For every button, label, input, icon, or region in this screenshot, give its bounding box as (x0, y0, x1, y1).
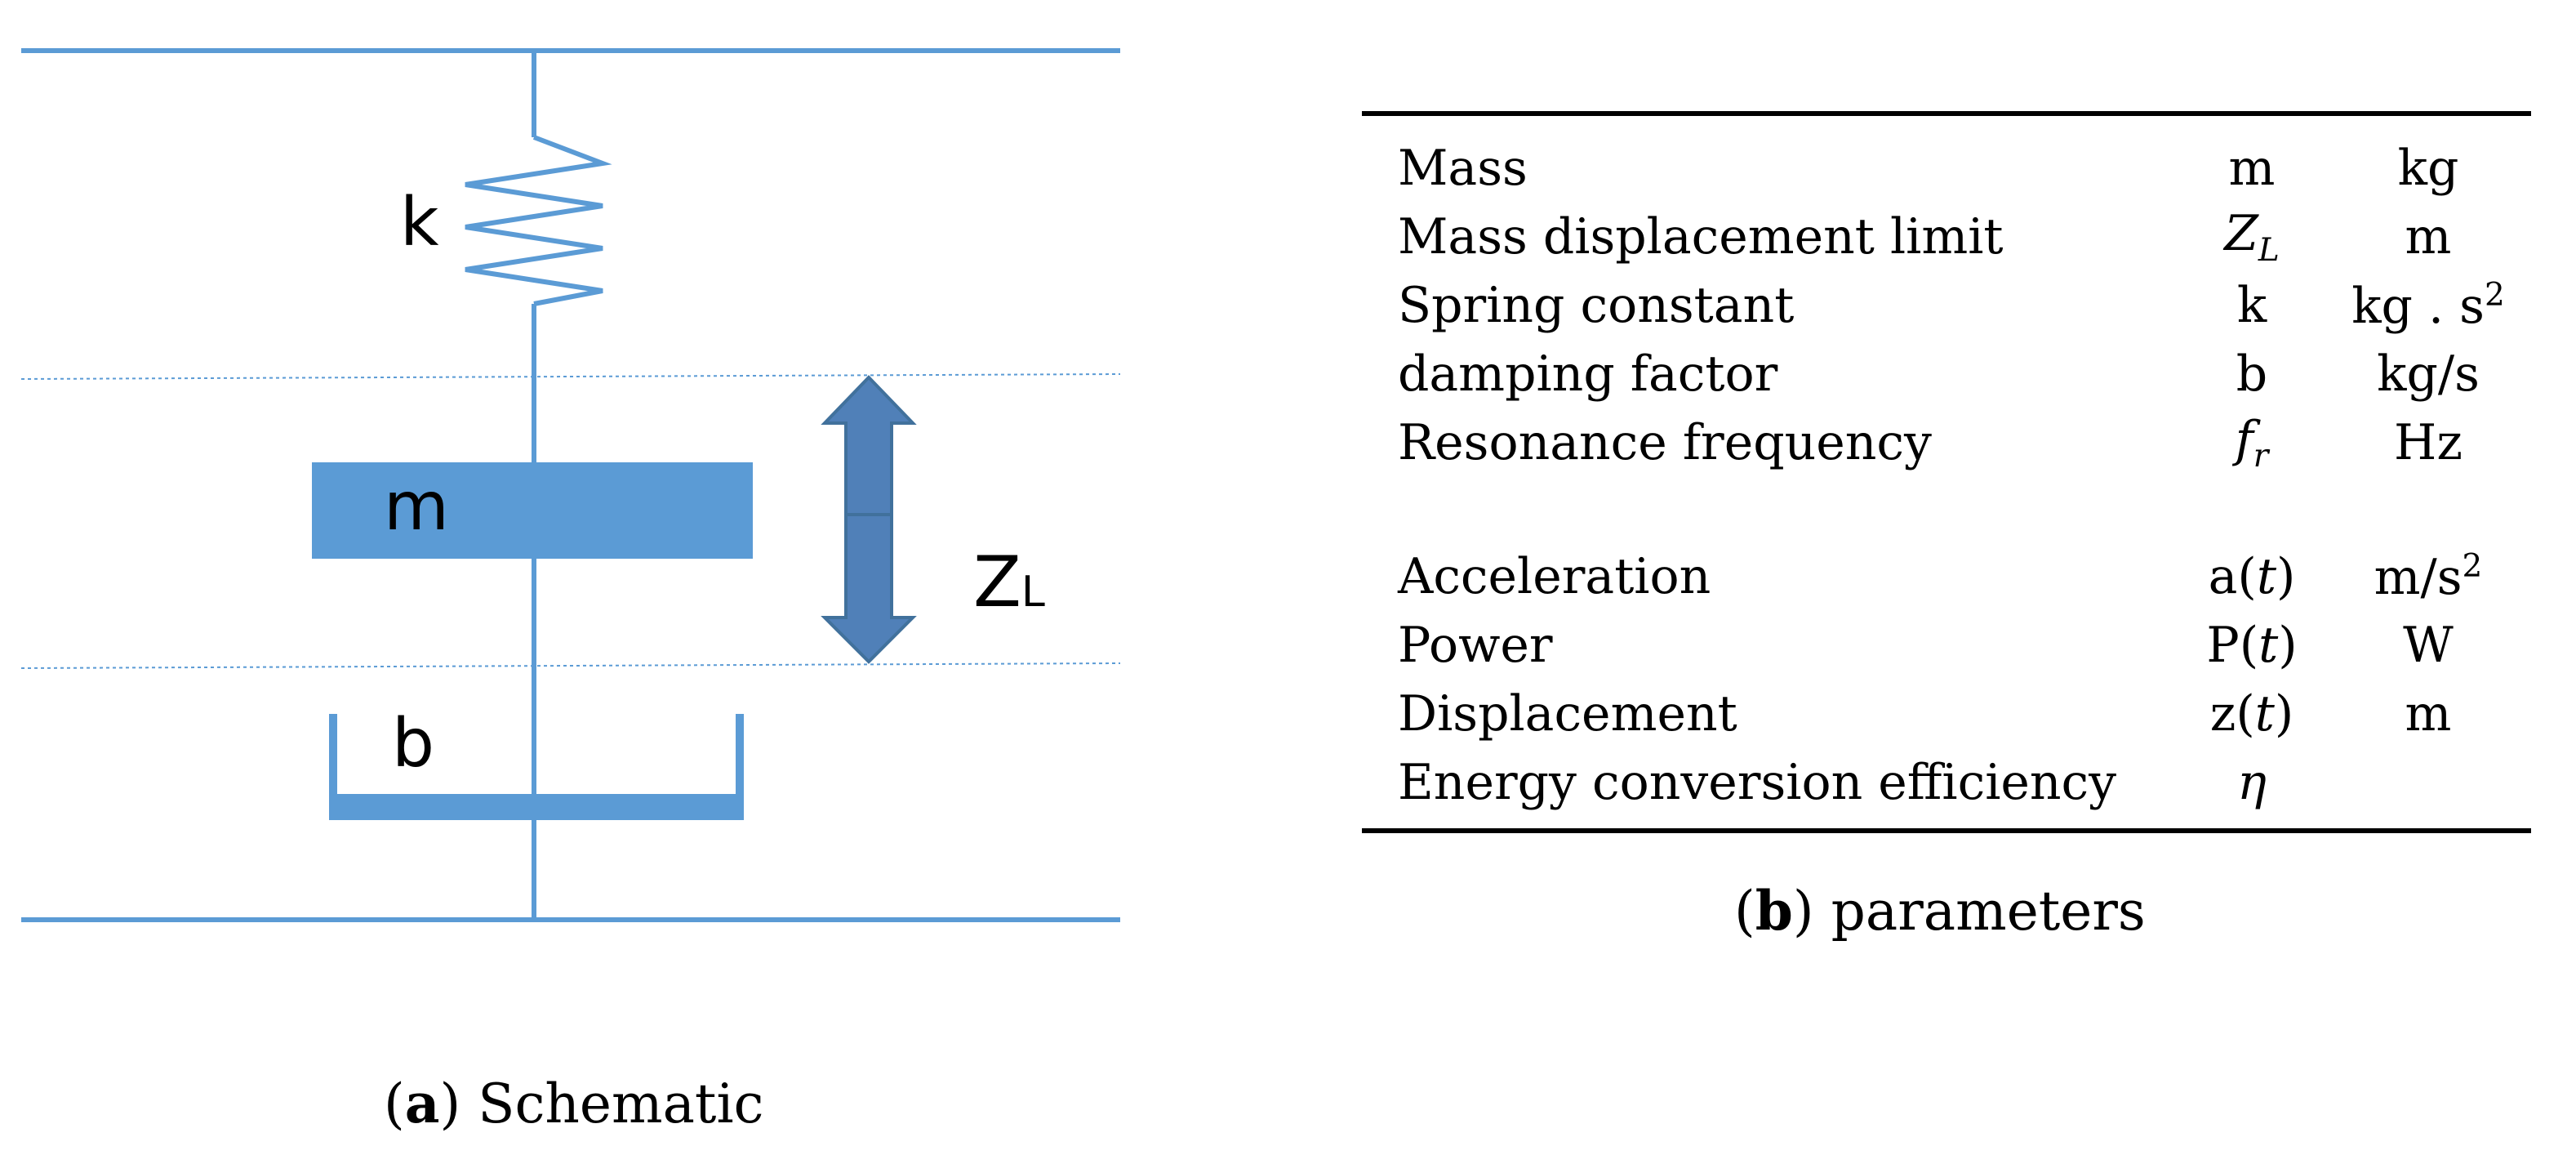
param-symbol: P(t) (2206, 617, 2298, 674)
param-symbol: fr (2235, 411, 2269, 475)
lower-limit-dotted-line (20, 662, 1121, 669)
param-unit: kg/s (2377, 346, 2480, 403)
table-row: Mass m kg (1362, 134, 2531, 203)
displacement-limit-label-sub: L (1021, 568, 1045, 617)
param-symbol: a(t) (2208, 548, 2296, 605)
damper-base (329, 794, 744, 820)
caption-b: (b) parameters (1734, 879, 2146, 943)
param-symbol: k (2236, 277, 2267, 334)
param-unit: Hz (2394, 414, 2463, 471)
mass-block (312, 462, 753, 559)
caption-a: (a) Schematic (384, 1072, 764, 1135)
table-row: damping factor b kg/s (1362, 340, 2531, 408)
caption-b-text: parameters (1831, 880, 2146, 943)
spring-mass-damper-schematic: k m ZL b (20, 48, 1121, 922)
upper-limit-dotted-line (20, 373, 1121, 380)
param-unit: m (2405, 685, 2452, 742)
param-symbol: z(t) (2209, 685, 2294, 742)
param-name: Spring constant (1398, 277, 1795, 334)
table-row: Acceleration a(t) m/s2 (1362, 542, 2531, 611)
param-name: Power (1398, 617, 1553, 674)
table-row: Resonance frequency fr Hz (1362, 408, 2531, 477)
param-name: damping factor (1398, 346, 1778, 403)
param-unit: m (2405, 208, 2452, 265)
table-row: Spring constant k kg . s2 (1362, 271, 2531, 340)
param-unit: m/s2 (2374, 547, 2483, 606)
caption-b-letter: b (1755, 879, 1793, 943)
param-unit: kg . s2 (2351, 276, 2505, 335)
param-symbol: m (2228, 140, 2276, 197)
table-row: Energy conversion efficiency η (1362, 748, 2531, 817)
param-symbol: η (2237, 754, 2267, 811)
parameters-table: Mass m kg Mass displacement limit ZL m S… (1362, 111, 2531, 833)
mass-label: m (384, 468, 449, 546)
param-unit: W (2403, 617, 2454, 674)
spring-label: k (400, 184, 439, 261)
param-name: Displacement (1398, 685, 1737, 742)
param-symbol: ZL (2224, 205, 2280, 269)
displacement-limit-label: ZL (973, 542, 1045, 623)
param-name: Energy conversion efficiency (1398, 754, 2117, 811)
param-name: Acceleration (1398, 548, 1711, 605)
param-unit: kg (2397, 140, 2459, 197)
table-row: Displacement z(t) m (1362, 680, 2531, 748)
param-symbol: b (2236, 346, 2268, 403)
caption-a-text: Schematic (478, 1072, 764, 1135)
spring-coil (465, 135, 612, 306)
table-row: Mass displacement limit ZL m (1362, 203, 2531, 271)
table-row: Power P(t) W (1362, 611, 2531, 680)
param-name: Resonance frequency (1398, 414, 1932, 471)
damper-label: b (392, 705, 434, 783)
param-name: Mass (1398, 140, 1528, 197)
displacement-limit-label-main: Z (973, 542, 1021, 623)
caption-a-letter: a (404, 1072, 440, 1135)
param-name: Mass displacement limit (1398, 208, 2004, 265)
displacement-limit-arrow (821, 375, 917, 664)
